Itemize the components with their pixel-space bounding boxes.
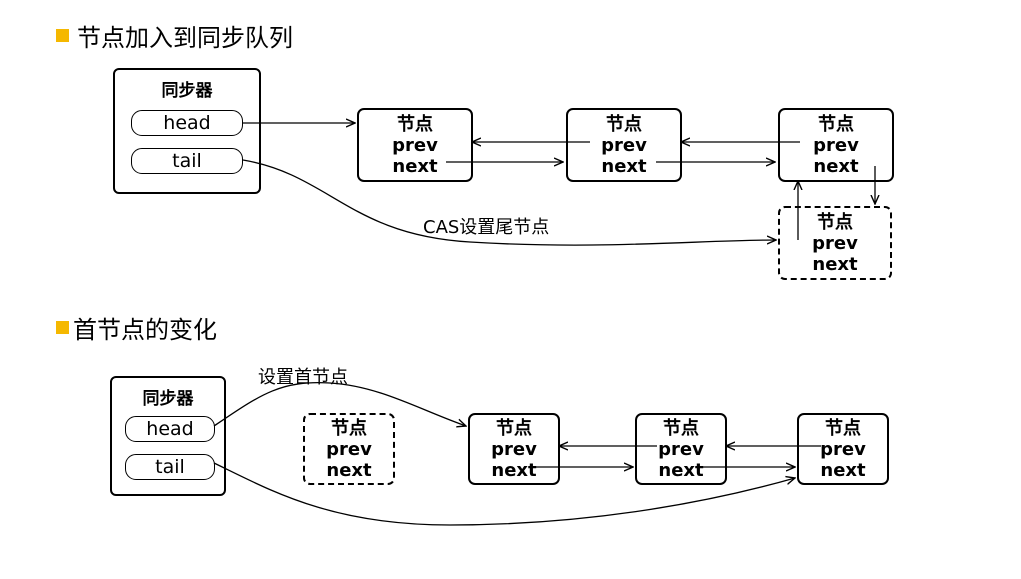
- bullet-square-icon: [56, 321, 69, 334]
- node-next-field: next: [813, 155, 859, 177]
- node-next-field: next: [491, 459, 537, 481]
- node-label: 节点: [496, 417, 532, 439]
- node-next-field: next: [601, 155, 647, 177]
- queue-node: 节点 prev next: [357, 108, 473, 182]
- section-2-title: 首节点的变化: [73, 316, 217, 344]
- node-label: 节点: [606, 113, 642, 135]
- node-prev-field: prev: [812, 232, 858, 254]
- node-prev-field: prev: [820, 438, 866, 460]
- node-prev-field: prev: [491, 438, 537, 460]
- tail-pointer: tail: [131, 148, 243, 174]
- new-head-node: 节点 prev next: [468, 413, 560, 485]
- bullet-square-icon: [56, 29, 69, 42]
- set-head-label: 设置首节点: [258, 367, 348, 388]
- node-next-field: next: [820, 459, 866, 481]
- node-prev-field: prev: [813, 134, 859, 156]
- node-prev-field: prev: [326, 438, 372, 460]
- tail-node-old: 节点 prev next: [778, 108, 894, 182]
- synchronizer-title: 同步器: [161, 81, 213, 101]
- section-1-heading: 节点加入到同步队列: [56, 18, 293, 53]
- node-label: 节点: [663, 417, 699, 439]
- section-1-title: 节点加入到同步队列: [77, 24, 293, 52]
- node-next-field: next: [326, 459, 372, 481]
- section-2-heading: 首节点的变化: [56, 310, 217, 345]
- synchronizer-title: 同步器: [142, 389, 194, 409]
- head-pointer: head: [125, 416, 215, 442]
- queue-node: 节点 prev next: [635, 413, 727, 485]
- tail-pointer: tail: [125, 454, 215, 480]
- tail-node: 节点 prev next: [797, 413, 889, 485]
- synchronizer-box: 同步器 head tail: [113, 68, 261, 194]
- node-next-field: next: [392, 155, 438, 177]
- synchronizer-box: 同步器 head tail: [110, 376, 226, 496]
- node-next-field: next: [658, 459, 704, 481]
- new-tail-node: 节点 prev next: [778, 206, 892, 280]
- queue-node: 节点 prev next: [566, 108, 682, 182]
- node-label: 节点: [817, 211, 853, 233]
- cas-set-tail-label: CAS设置尾节点: [423, 217, 550, 238]
- node-label: 节点: [818, 113, 854, 135]
- head-pointer: head: [131, 110, 243, 136]
- node-prev-field: prev: [392, 134, 438, 156]
- old-head-node: 节点 prev next: [303, 413, 395, 485]
- node-label: 节点: [397, 113, 433, 135]
- node-prev-field: prev: [601, 134, 647, 156]
- node-label: 节点: [331, 417, 367, 439]
- node-prev-field: prev: [658, 438, 704, 460]
- node-next-field: next: [812, 253, 858, 275]
- node-label: 节点: [825, 417, 861, 439]
